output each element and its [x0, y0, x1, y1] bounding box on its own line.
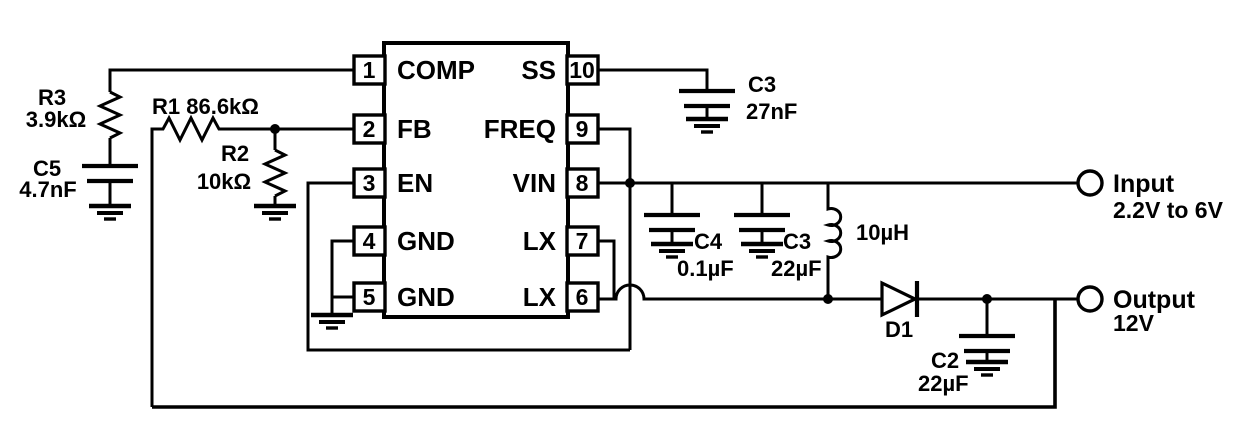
pin-7-number: 7 — [576, 228, 589, 254]
d1-ref-label: D1 — [885, 317, 913, 342]
pin-4-number: 4 — [363, 228, 376, 254]
resistor-r3 — [96, 90, 124, 166]
pin-7-label: LX — [523, 226, 557, 256]
c2-value-label: 22µF — [918, 371, 969, 396]
c3-soft-start-ref-label: C3 — [748, 72, 776, 97]
pin-8-box — [565, 167, 600, 199]
capacitor-c3-soft-start — [679, 91, 735, 119]
diode-d1 — [880, 280, 920, 318]
pin-9-box — [565, 113, 600, 145]
ground-symbol-c5 — [89, 206, 131, 219]
junction-dot-r1-r2-fb — [270, 124, 280, 134]
pin-4-label: GND — [397, 226, 455, 256]
wire-feedback-rail-r1-fb — [150, 114, 354, 407]
r2-zigzag — [261, 148, 289, 198]
capacitor-c3-input — [734, 183, 790, 244]
pin-4-box — [352, 225, 387, 257]
ic-pin-7: 7 LX — [523, 225, 600, 257]
wire-bottom-rail — [152, 299, 1057, 409]
junction-dot-inductor-lx — [823, 294, 833, 304]
ic-pin-10: 10 SS — [521, 54, 600, 86]
pin-5-box — [352, 281, 387, 313]
ic-pin-3: 3 EN — [352, 167, 433, 199]
pin-1-number: 1 — [363, 57, 376, 83]
ground-symbol-r2 — [254, 206, 296, 219]
output-voltage-label: 12V — [1113, 310, 1155, 336]
pin-9-number: 9 — [576, 116, 589, 142]
d1-triangle — [880, 280, 919, 318]
wire-lx6-hop — [598, 283, 882, 301]
pin-3-box — [352, 167, 387, 199]
pin-6-number: 6 — [576, 284, 589, 310]
r3-ref-label: R3 — [38, 85, 66, 110]
r2-value-label: 10kΩ — [197, 169, 251, 194]
l1-value-label: 10µH — [856, 220, 909, 245]
pin-2-box — [352, 113, 387, 145]
pin-8-label: VIN — [513, 168, 556, 198]
pin-6-label: LX — [523, 282, 557, 312]
ic-pin-1: 1 COMP — [352, 54, 475, 86]
wire-comp-to-r3 — [108, 68, 354, 92]
input-terminal — [1076, 169, 1104, 197]
pin-10-box — [565, 54, 600, 86]
inductor-l1 — [823, 183, 843, 299]
input-range-label: 2.2V to 6V — [1113, 197, 1224, 223]
pin-10-label: SS — [521, 55, 556, 85]
c2-ref-label: C2 — [931, 348, 959, 373]
c3-input-ref-label: C3 — [783, 229, 811, 254]
c3-input-value-label: 22µF — [771, 256, 822, 281]
ic-pin-2: 2 FB — [352, 113, 432, 145]
capacitor-c4 — [644, 183, 700, 244]
r3-value-label: 3.9kΩ — [26, 107, 86, 132]
c4-value-label: 0.1µF — [677, 256, 734, 281]
wires — [108, 68, 1078, 409]
ic-pin-9: 9 FREQ — [484, 113, 600, 145]
r2-ref-label: R2 — [221, 141, 249, 166]
output-terminal — [1076, 285, 1104, 313]
pin-6-box — [565, 281, 600, 313]
wire-en — [306, 181, 630, 352]
pin-2-number: 2 — [363, 116, 376, 142]
c5-value-label: 4.7nF — [19, 177, 76, 202]
l1-coil — [823, 183, 843, 299]
ground-symbol-c2 — [966, 362, 1008, 375]
c5-ref-label: C5 — [33, 156, 61, 181]
pin-5-number: 5 — [363, 284, 376, 310]
pin-3-label: EN — [397, 168, 433, 198]
resistor-r2 — [261, 129, 289, 206]
pin-5-label: GND — [397, 282, 455, 312]
ic-pin-5: 5 GND — [352, 281, 455, 313]
capacitor-c5 — [82, 166, 138, 206]
ic-body — [382, 41, 570, 319]
pin-1-box — [352, 54, 387, 86]
pin-3-number: 3 — [363, 170, 376, 196]
input-label: Input — [1113, 170, 1175, 198]
ic-pin-6: 6 LX — [523, 281, 600, 313]
wire-lx7 — [598, 239, 616, 299]
pin-7-box — [565, 225, 600, 257]
capacitor-c2 — [959, 299, 1015, 362]
ground-symbol-c3-soft-start — [686, 119, 728, 132]
output-label: Output — [1113, 286, 1196, 314]
pin-10-number: 10 — [569, 57, 595, 83]
pin-1-label: COMP — [397, 55, 475, 85]
wire-ss — [598, 68, 709, 91]
r1-label: R1 86.6kΩ — [152, 94, 259, 119]
wire-gnd-pins — [330, 239, 354, 315]
ic-pin-8: 8 VIN — [513, 167, 600, 199]
pin-8-number: 8 — [576, 170, 589, 196]
junction-dot-output-c2 — [982, 294, 992, 304]
pin-9-label: FREQ — [484, 114, 556, 144]
ic-pin-4: 4 GND — [352, 225, 455, 257]
junction-dot-vin-freq — [625, 178, 635, 188]
ground-symbol-gnd-pins — [311, 315, 353, 328]
c3-soft-start-value-label: 27nF — [746, 99, 797, 124]
pin-2-label: FB — [397, 114, 432, 144]
r3-zigzag — [96, 90, 124, 140]
c4-ref-label: C4 — [694, 229, 723, 254]
wire-freq — [598, 127, 632, 350]
